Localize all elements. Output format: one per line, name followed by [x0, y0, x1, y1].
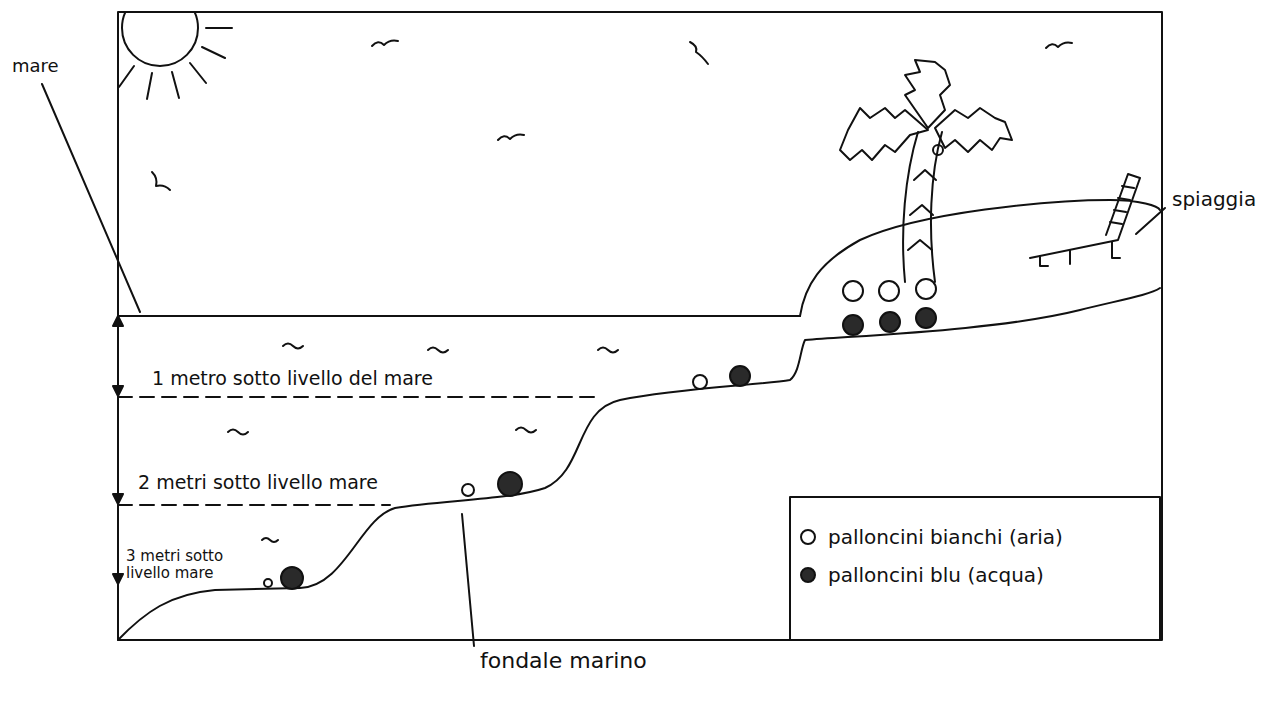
deck-chair [1030, 174, 1140, 266]
wave [428, 348, 448, 353]
arrow-head [113, 316, 123, 326]
depth-label: 1 metro sotto livello del mare [150, 368, 435, 390]
blue-balloon [843, 315, 863, 335]
wave [516, 428, 536, 433]
leader-line [42, 84, 140, 312]
sun-rays [119, 12, 232, 99]
legend-swatch [800, 567, 816, 583]
seabed-line [118, 288, 1160, 640]
wave [262, 538, 278, 542]
white-balloon [879, 281, 899, 301]
white-balloon [693, 375, 707, 389]
sun-disc [122, 12, 198, 66]
palm-trunk [903, 132, 942, 282]
depth-line [118, 504, 390, 506]
palm-leaf [840, 108, 928, 160]
depth-label: 3 metri sotto livello mare [124, 548, 240, 583]
depth-arrows [113, 316, 123, 584]
depth-line [118, 396, 600, 398]
wave [228, 430, 248, 435]
leader-lines [42, 84, 1165, 646]
wave [598, 348, 618, 353]
depth-label: 2 metri sotto livello mare [136, 472, 380, 494]
legend-row: palloncini blu (acqua) [800, 556, 1063, 594]
chair-legs [1040, 242, 1120, 266]
chair-slats [1110, 186, 1134, 224]
beach-line [800, 200, 1160, 316]
legend-box [790, 497, 1160, 640]
legend-text: palloncini bianchi (aria) [828, 525, 1063, 549]
blue-balloon [880, 312, 900, 332]
frame [118, 12, 1162, 640]
depth-axis [117, 316, 119, 584]
bird [1046, 43, 1072, 49]
white-balloon [462, 484, 474, 496]
legend: palloncini bianchi (aria) palloncini blu … [800, 518, 1063, 594]
white-balloon [264, 579, 272, 587]
bird [498, 135, 524, 141]
bird [152, 172, 170, 190]
sun [119, 12, 232, 99]
seabed-label: fondale marino [478, 648, 649, 673]
legend-swatch [800, 529, 816, 545]
legend-text: palloncini blu (acqua) [828, 563, 1044, 587]
sea-level-line [118, 315, 800, 317]
blue-balloon [281, 567, 303, 589]
arrow-head [113, 386, 123, 396]
wave [283, 344, 303, 349]
white-balloon [843, 281, 863, 301]
palm-leaf [905, 60, 950, 128]
trunk-marks [908, 170, 936, 250]
palm-tree [840, 60, 1012, 282]
bird [372, 41, 398, 47]
white-balloon [916, 279, 936, 299]
palm-leaf [935, 108, 1012, 152]
arrow-head [113, 494, 123, 504]
sea-label: mare [10, 56, 61, 77]
bird [690, 42, 708, 64]
blue-balloon [730, 366, 750, 386]
legend-row: palloncini bianchi (aria) [800, 518, 1063, 556]
leader-line [1136, 208, 1165, 234]
coconut [933, 145, 943, 155]
chair-frame [1030, 174, 1140, 258]
blue-balloon [916, 308, 936, 328]
beach-label: spiaggia [1170, 188, 1258, 211]
leader-line [462, 514, 474, 646]
blue-balloon [498, 472, 522, 496]
drawing [42, 0, 1165, 646]
arrow-head [113, 574, 123, 584]
